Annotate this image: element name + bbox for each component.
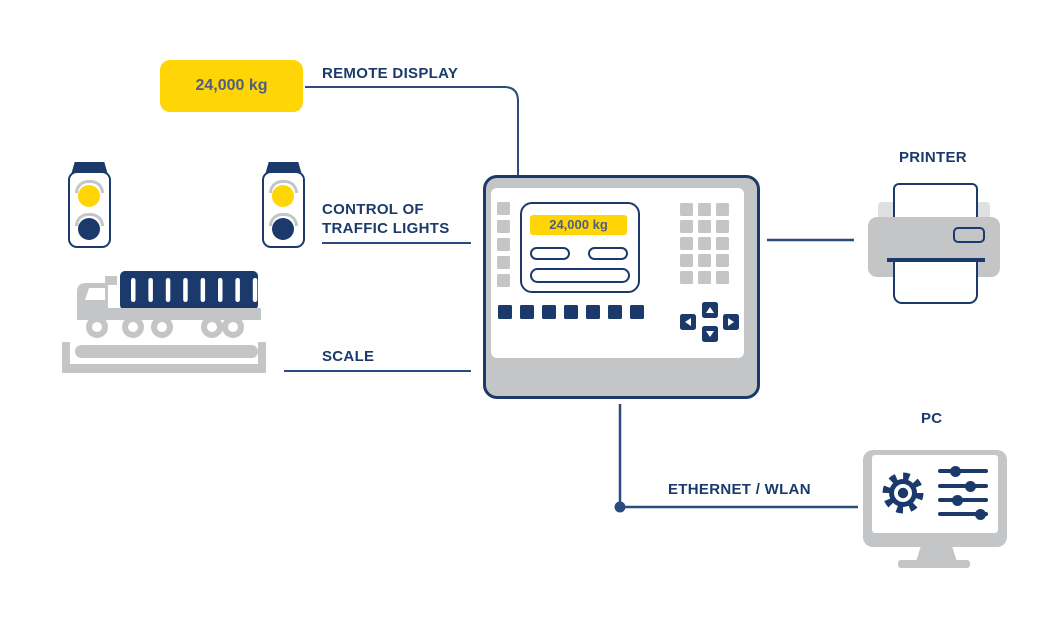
lamp-visor <box>74 213 104 226</box>
ethernet-junction-dot <box>614 501 626 513</box>
yellow-lamp <box>78 185 100 207</box>
traffic-light-2 <box>262 162 305 248</box>
slider-track <box>938 512 988 516</box>
traffic-light-body <box>68 171 111 248</box>
gear-center <box>897 487 909 499</box>
blue-lamp <box>78 218 100 240</box>
arrow-down-key <box>702 326 718 342</box>
keypad-key <box>680 254 693 267</box>
softkey <box>497 256 510 269</box>
lamp-visor <box>74 180 104 193</box>
slider-handle <box>951 494 963 506</box>
arrow-left-key <box>680 314 696 330</box>
truck-on-scale-icon <box>62 271 266 373</box>
pc-label: PC <box>921 410 943 427</box>
keypad-key <box>680 237 693 250</box>
function-key <box>630 305 644 319</box>
traffic-light-1 <box>68 162 111 248</box>
keypad-key <box>698 254 711 267</box>
softkey-column <box>497 202 510 287</box>
blue-lamp <box>272 218 294 240</box>
function-key-row <box>498 305 644 319</box>
arrow-up-key <box>702 302 718 318</box>
keypad-key <box>680 220 693 233</box>
keypad-key <box>716 220 729 233</box>
function-key <box>586 305 600 319</box>
keypad-key <box>698 220 711 233</box>
monitor-stand-neck <box>916 546 957 562</box>
lamp-visor <box>268 213 298 226</box>
keypad-key <box>716 254 729 267</box>
keypad-key <box>698 271 711 284</box>
softkey <box>497 220 510 233</box>
terminal-weight-readout: 24,000 kg <box>530 215 627 235</box>
printer-display-button <box>953 227 985 243</box>
slider-handle <box>974 508 986 520</box>
keypad-key <box>680 203 693 216</box>
arrow-down-icon <box>706 331 714 337</box>
printer-label: PRINTER <box>899 149 967 166</box>
truck-wheels <box>86 316 244 338</box>
monitor-stand-base <box>898 560 970 568</box>
truck-window <box>85 288 105 300</box>
keypad-key <box>716 271 729 284</box>
remote-display-connector <box>305 86 519 175</box>
remote-display-panel: 24,000 kg <box>160 60 303 112</box>
softkey <box>497 274 510 287</box>
function-key <box>520 305 534 319</box>
numeric-keypad <box>680 203 729 284</box>
softkey <box>497 202 510 215</box>
arrow-up-icon <box>706 307 714 313</box>
yellow-lamp <box>272 185 294 207</box>
weighing-terminal: 24,000 kg <box>483 175 760 399</box>
truck-exhaust <box>105 276 117 285</box>
arrow-right-icon <box>728 318 734 326</box>
scale-pit <box>62 342 266 373</box>
container-stripes <box>131 278 258 302</box>
function-key <box>564 305 578 319</box>
scale-platform <box>75 345 258 358</box>
softkey <box>497 238 510 251</box>
arrow-left-icon <box>685 318 691 326</box>
network-label: ETHERNET / WLAN <box>668 481 811 498</box>
display-field-wide <box>530 268 630 283</box>
traffic-lights-label: CONTROL OF TRAFFIC LIGHTS <box>322 201 450 237</box>
gear-teeth <box>882 472 924 514</box>
keypad-key <box>698 237 711 250</box>
slider-handle <box>964 480 976 492</box>
remote-display-label: REMOTE DISPLAY <box>322 65 459 82</box>
keypad-key <box>680 271 693 284</box>
remote-display-value: 24,000 kg <box>195 77 268 94</box>
function-key <box>498 305 512 319</box>
truck-container <box>120 271 258 310</box>
scale-label: SCALE <box>322 348 375 365</box>
slider-track <box>938 498 988 502</box>
display-field <box>530 247 570 260</box>
keypad-key <box>716 237 729 250</box>
slider-track <box>938 469 988 473</box>
traffic-light-body <box>262 171 305 248</box>
keypad-key <box>698 203 711 216</box>
lamp-visor <box>268 180 298 193</box>
slider-handle <box>949 465 961 477</box>
function-key <box>608 305 622 319</box>
function-key <box>542 305 556 319</box>
arrow-right-key <box>723 314 739 330</box>
gear-icon <box>882 472 924 514</box>
printer-paper-out <box>893 261 978 304</box>
keypad-key <box>716 203 729 216</box>
terminal-front-panel: 24,000 kg <box>491 188 744 358</box>
display-field <box>588 247 628 260</box>
slider-track <box>938 484 988 488</box>
terminal-display: 24,000 kg <box>520 202 640 293</box>
printer-output-slot <box>887 258 985 262</box>
